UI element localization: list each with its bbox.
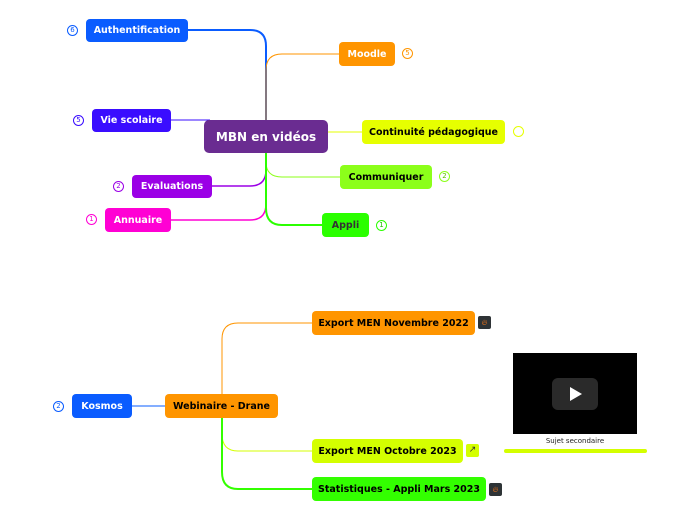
connector-export-oct [221, 418, 312, 452]
count-badge-communiquer: 2 [439, 171, 450, 182]
connector-statistiques [221, 418, 312, 490]
connector-evaluations [210, 152, 267, 187]
connector-moodle [265, 53, 339, 120]
connector-export-nov [221, 322, 312, 394]
count-badge-continuite [513, 126, 524, 137]
node-annuaire-label: Annuaire [113, 214, 163, 226]
node-export-nov-label: Export MEN Novembre 2022 [318, 317, 469, 329]
count-badge-kosmos: 2 [53, 401, 64, 412]
node-moodle[interactable]: Moodle [339, 42, 395, 66]
node-statistiques-appli-mars-2023[interactable]: Statistiques - Appli Mars 2023 [312, 477, 486, 501]
node-continuite-label: Continuité pédagogique [369, 126, 498, 138]
node-authentification[interactable]: Authentification [86, 19, 188, 42]
external-link-icon[interactable]: ↗ [466, 444, 479, 457]
node-webinaire-drane[interactable]: Webinaire - Drane [165, 394, 278, 418]
root-node-label: MBN en vidéos [215, 129, 317, 144]
node-annuaire[interactable]: Annuaire [105, 208, 171, 232]
node-continuite-pedagogique[interactable]: Continuité pédagogique [362, 120, 505, 144]
play-button-icon[interactable] [552, 378, 598, 410]
node-export-men-octobre-2023[interactable]: Export MEN Octobre 2023 [312, 439, 463, 463]
count-badge-annuaire: 1 [86, 214, 97, 225]
root-node-mbn[interactable]: MBN en vidéos [204, 120, 328, 153]
node-webinaire-label: Webinaire - Drane [173, 400, 270, 412]
flame-icon[interactable]: 🔥︎ [489, 483, 502, 496]
node-authentification-label: Authentification [93, 25, 181, 36]
node-communiquer[interactable]: Communiquer [340, 165, 432, 189]
node-communiquer-label: Communiquer [348, 171, 424, 183]
flame-icon[interactable]: 🔥︎ [478, 316, 491, 329]
node-moodle-label: Moodle [347, 48, 387, 60]
count-badge-authentification: 6 [67, 25, 78, 36]
node-vie-scolaire[interactable]: Vie scolaire [92, 109, 171, 132]
node-appli[interactable]: Appli [322, 213, 369, 237]
connector-authentification [186, 29, 267, 120]
node-export-men-novembre-2022[interactable]: Export MEN Novembre 2022 [312, 311, 475, 335]
node-export-oct-label: Export MEN Octobre 2023 [318, 445, 457, 457]
node-appli-label: Appli [331, 219, 360, 231]
node-evaluations[interactable]: Evaluations [132, 175, 212, 198]
video-caption: Sujet secondaire [545, 437, 605, 445]
node-kosmos-label: Kosmos [81, 400, 123, 412]
count-badge-vie-scolaire: 5 [73, 115, 84, 126]
node-vie-scolaire-label: Vie scolaire [100, 115, 163, 126]
connector-appli [265, 152, 322, 226]
node-kosmos[interactable]: Kosmos [72, 394, 132, 418]
count-badge-appli: 1 [376, 220, 387, 231]
node-statistiques-label: Statistiques - Appli Mars 2023 [318, 483, 480, 495]
count-badge-evaluations: 2 [113, 181, 124, 192]
connector-communiquer [265, 152, 340, 178]
count-badge-moodle: 5 [402, 48, 413, 59]
node-evaluations-label: Evaluations [140, 181, 204, 192]
video-thumbnail[interactable] [513, 353, 637, 434]
